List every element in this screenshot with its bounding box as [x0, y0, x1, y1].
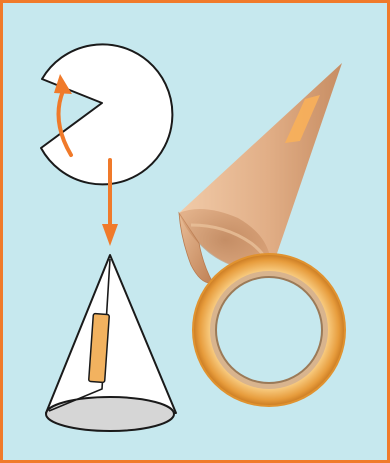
tape-roll-hole — [216, 277, 322, 383]
pacman-sheet — [41, 44, 172, 184]
diagram-canvas — [3, 3, 390, 463]
tape-roll-icon — [193, 254, 345, 406]
cone-drawing — [46, 255, 176, 431]
cone-base — [46, 397, 174, 431]
cone-outline — [46, 255, 176, 413]
paper-cone — [179, 63, 342, 283]
